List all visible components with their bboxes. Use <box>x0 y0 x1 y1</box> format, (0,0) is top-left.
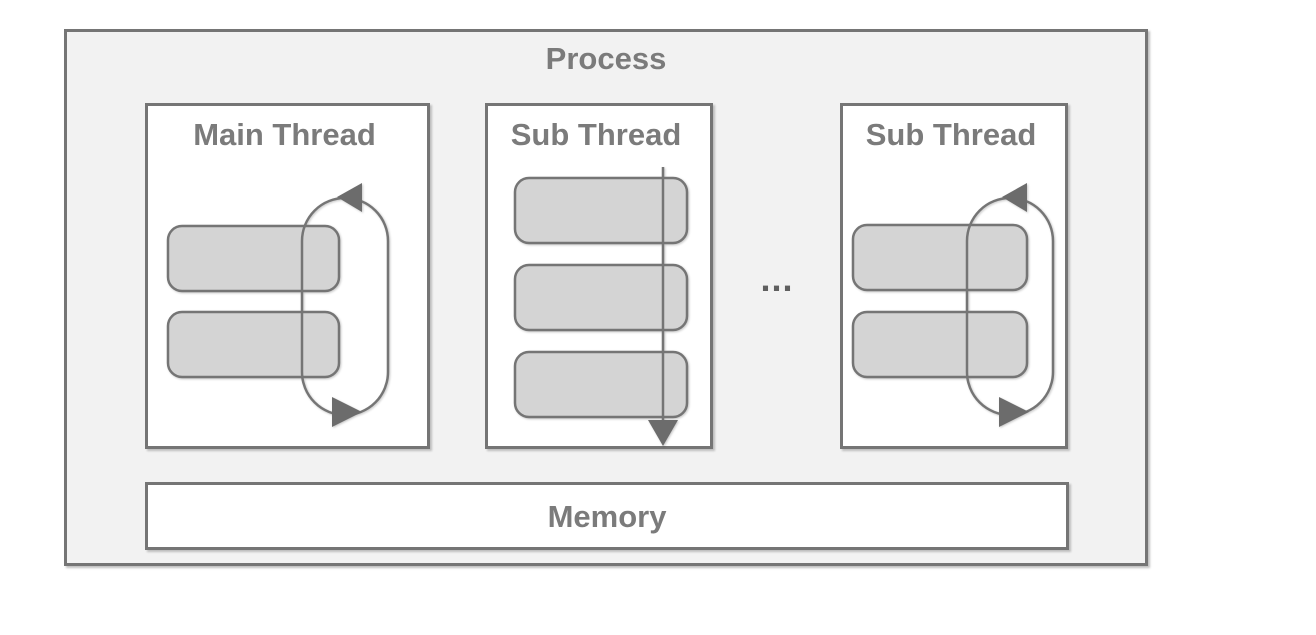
sub-thread-event-loop-graphic <box>851 183 1055 427</box>
event-loop-path <box>965 196 1055 417</box>
event-loop-path <box>300 196 390 417</box>
task-block <box>513 176 689 245</box>
loop-arrow-right-icon <box>999 397 1029 427</box>
task-block <box>851 310 1029 379</box>
task-block <box>851 223 1029 292</box>
loop-arrow-left-icon <box>337 183 362 212</box>
task-block <box>513 263 689 332</box>
sub-thread-panel-1: Sub Thread <box>485 103 713 449</box>
memory-box: Memory <box>145 482 1069 550</box>
sub-thread-1-label: Sub Thread <box>510 117 682 152</box>
task-block <box>166 310 341 379</box>
memory-label: Memory <box>547 498 667 534</box>
task-block <box>513 350 689 419</box>
sub-thread-panel-2: Sub Thread <box>840 103 1068 449</box>
down-arrow-icon <box>648 420 678 446</box>
main-thread-panel: Main Thread <box>145 103 430 449</box>
main-thread-label: Main Thread <box>193 117 376 152</box>
task-block <box>166 224 341 293</box>
main-thread-event-loop-graphic <box>166 183 390 427</box>
more-threads-ellipsis: ... <box>760 258 794 299</box>
sub-thread-sequence-graphic <box>513 167 689 446</box>
loop-arrow-right-icon <box>332 397 362 427</box>
sub-thread-2-label: Sub Thread <box>865 117 1037 152</box>
loop-arrow-left-icon <box>1002 183 1027 212</box>
process-label: Process <box>545 41 667 76</box>
